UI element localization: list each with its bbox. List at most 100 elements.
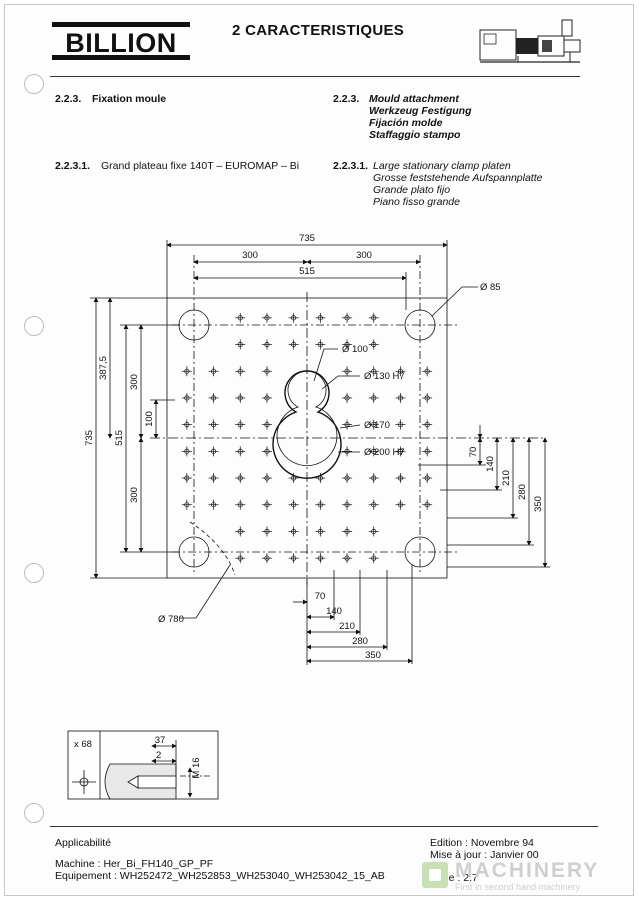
dim-label: 300 xyxy=(242,250,258,261)
thread-label: M 16 xyxy=(191,757,202,778)
threaded-hole-marker xyxy=(395,392,406,403)
header-rule xyxy=(50,76,580,77)
section-title-en: Mould attachment xyxy=(369,93,459,105)
dim-label: 300 xyxy=(356,250,372,261)
subsection-number-fr: 2.2.3.1. xyxy=(55,160,91,172)
threaded-hole-marker xyxy=(422,366,433,377)
update-label: Mise à jour : Janvier 00 xyxy=(430,849,539,861)
section-title-de: Werkzeug Festigung xyxy=(369,105,472,117)
dim-label: 140 xyxy=(326,606,342,617)
threaded-hole-marker xyxy=(208,419,219,430)
dim-label: 280 xyxy=(352,636,368,647)
dim-label: 300 xyxy=(129,487,140,503)
dim-label: 735 xyxy=(84,430,95,446)
machine-label: Machine : Her_Bi_FH140_GP_PF xyxy=(55,858,214,870)
watermark-brand: MACHINERY xyxy=(455,859,600,882)
punch-hole xyxy=(24,563,44,583)
section-number-fr: 2.2.3. xyxy=(55,93,82,105)
subsection-title-fr: Grand plateau fixe 140T – EUROMAP – Bi xyxy=(101,160,300,172)
threaded-hole-marker xyxy=(315,499,326,510)
subsection-title-de: Grosse feststehende Aufspannplatte xyxy=(373,172,543,184)
dim-label: 515 xyxy=(114,430,125,446)
dim-label: 350 xyxy=(533,496,544,512)
threaded-hole-marker xyxy=(342,339,353,350)
threaded-hole-marker xyxy=(315,553,326,564)
dim-label: 210 xyxy=(339,621,355,632)
threaded-hole-marker xyxy=(288,473,299,484)
subsection-number-ml: 2.2.3.1. xyxy=(333,160,369,172)
centering-ring-outline xyxy=(272,370,342,479)
threaded-hole-marker xyxy=(368,312,379,323)
footer-rule xyxy=(50,826,598,827)
dim-label: 350 xyxy=(365,650,381,661)
threaded-hole-marker xyxy=(315,473,326,484)
threaded-hole-marker xyxy=(315,312,326,323)
dim-label: 735 xyxy=(299,233,315,244)
threaded-hole-marker xyxy=(181,392,192,403)
threaded-hole-marker xyxy=(342,553,353,564)
threaded-hole-marker xyxy=(181,446,192,457)
threaded-hole-marker xyxy=(368,446,379,457)
dim-label: 387,5 xyxy=(98,356,109,380)
threaded-hole-marker xyxy=(342,419,353,430)
dim-label: 70 xyxy=(468,447,479,458)
diameter-label: Ø 200 H7 xyxy=(364,447,405,458)
dim-label: 515 xyxy=(299,266,315,277)
applicability-label: Applicabilité xyxy=(55,837,112,849)
punch-hole xyxy=(24,803,44,823)
section-title: 2 CARACTERISTIQUES xyxy=(232,22,405,39)
threaded-hole-marker xyxy=(288,339,299,350)
logo-text: BILLION xyxy=(65,28,177,58)
threaded-hole-marker xyxy=(368,419,379,430)
punch-hole xyxy=(24,316,44,336)
threaded-hole-marker xyxy=(235,312,246,323)
threaded-hole-marker xyxy=(261,446,272,457)
threaded-hole-marker xyxy=(208,473,219,484)
threaded-hole-marker xyxy=(261,366,272,377)
threaded-hole-marker xyxy=(368,526,379,537)
dim-label: 210 xyxy=(501,470,512,486)
watermark-logo-icon xyxy=(422,862,448,888)
equipment-label: Equipement : WH252472_WH252853_WH253040_… xyxy=(55,870,385,882)
threaded-hole-marker xyxy=(181,473,192,484)
diameter-label: Ø 85 xyxy=(480,282,501,293)
threaded-hole-marker xyxy=(342,499,353,510)
threaded-hole-marker xyxy=(208,392,219,403)
billion-logo: BILLION xyxy=(52,22,190,60)
threaded-hole-marker xyxy=(181,499,192,510)
threaded-hole-marker xyxy=(395,473,406,484)
threaded-hole-marker xyxy=(235,553,246,564)
threaded-hole-marker xyxy=(422,499,433,510)
threaded-hole-marker xyxy=(395,499,406,510)
threaded-hole-marker xyxy=(342,366,353,377)
threaded-hole-marker xyxy=(342,312,353,323)
threaded-hole-marker xyxy=(395,446,406,457)
threaded-hole-marker xyxy=(368,499,379,510)
threaded-hole-marker xyxy=(261,419,272,430)
subsection-title-en: Large stationary clamp platen xyxy=(373,160,511,172)
threaded-hole-marker xyxy=(208,499,219,510)
section-title-fr: Fixation moule xyxy=(92,93,167,105)
threaded-hole-marker xyxy=(422,392,433,403)
threaded-hole-marker xyxy=(208,446,219,457)
threaded-hole-marker xyxy=(368,366,379,377)
threaded-hole-marker xyxy=(261,499,272,510)
bolt-detail xyxy=(67,730,219,800)
section-title-es: Fijación molde xyxy=(369,117,443,129)
threaded-hole-marker xyxy=(395,419,406,430)
dim-label: 280 xyxy=(517,484,528,500)
threaded-hole-marker xyxy=(181,366,192,377)
edition-label: Edition : Novembre 94 xyxy=(430,837,534,849)
threaded-hole-marker xyxy=(235,339,246,350)
dim-label: 2 xyxy=(156,750,161,761)
threaded-hole-marker xyxy=(235,526,246,537)
subsection-title-es: Grande plato fijo xyxy=(373,184,451,196)
threaded-hole-marker xyxy=(315,339,326,350)
threaded-hole-marker xyxy=(342,446,353,457)
threaded-hole-marker xyxy=(368,473,379,484)
threaded-hole-marker xyxy=(342,526,353,537)
threaded-hole-marker xyxy=(235,419,246,430)
section-number-ml: 2.2.3. xyxy=(333,93,360,105)
threaded-hole-marker xyxy=(422,419,433,430)
diameter-label: Ø 100 xyxy=(342,344,368,355)
